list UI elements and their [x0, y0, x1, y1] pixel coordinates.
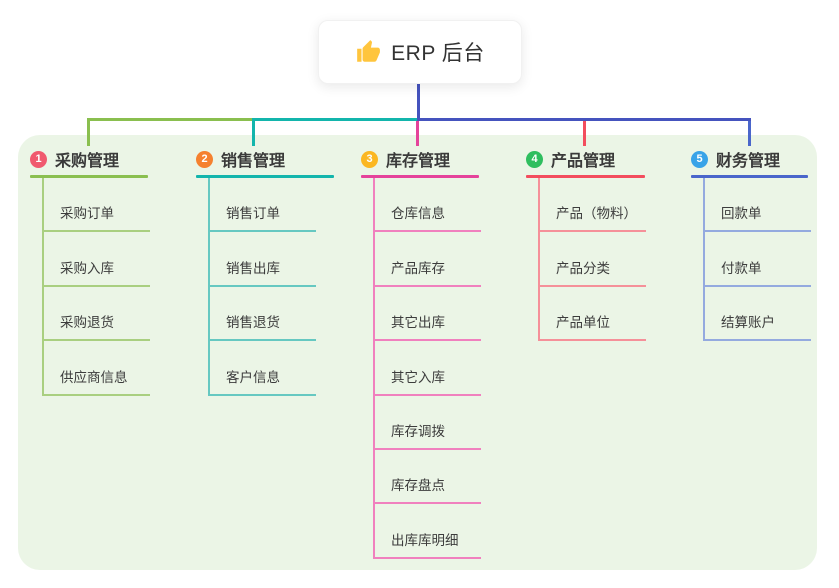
child-label: 仓库信息 — [391, 206, 445, 222]
branch-header[interactable]: 3 库存管理 — [361, 146, 479, 172]
connector-bus-branch-1 — [87, 118, 254, 121]
child-label: 结算账户 — [721, 315, 775, 331]
connector-drop-branch-1 — [87, 118, 90, 146]
branch-node-5[interactable]: 5 财务管理 回款单 付款单 结算账户 — [691, 146, 811, 342]
connector-drop-branch-5 — [748, 118, 751, 146]
branch-label: 库存管理 — [386, 153, 451, 170]
child-label: 销售订单 — [226, 206, 280, 222]
branch-node-2[interactable]: 2 销售管理 销售订单 销售出库 销售退货 客户信息 — [196, 146, 334, 396]
child-item[interactable]: 出库库明细 — [375, 504, 481, 559]
connector-bus-right — [417, 118, 751, 121]
child-label: 付款单 — [721, 260, 762, 276]
branch-header[interactable]: 5 财务管理 — [691, 146, 808, 172]
branch-children: 销售订单 销售出库 销售退货 客户信息 — [208, 178, 334, 396]
child-label: 采购入库 — [60, 260, 114, 276]
child-label: 产品（物料） — [556, 206, 637, 222]
child-label: 供应商信息 — [60, 369, 128, 385]
child-item[interactable]: 产品单位 — [540, 287, 646, 342]
child-label: 销售退货 — [226, 315, 280, 331]
child-label: 其它出库 — [391, 315, 445, 331]
child-label: 采购退货 — [60, 315, 114, 331]
branch-underline — [361, 175, 479, 178]
child-label: 产品单位 — [556, 315, 610, 331]
child-item[interactable]: 采购退货 — [44, 287, 150, 342]
root-node-label: ERP 后台 — [391, 42, 485, 65]
child-item[interactable]: 结算账户 — [705, 287, 811, 342]
branch-number-badge: 4 — [526, 150, 543, 168]
child-item[interactable]: 库存盘点 — [375, 450, 481, 505]
branch-number-badge: 3 — [361, 150, 378, 168]
child-label: 客户信息 — [226, 369, 280, 385]
branch-children: 采购订单 采购入库 采购退货 供应商信息 — [42, 178, 150, 396]
child-label: 销售出库 — [226, 260, 280, 276]
branch-children: 产品（物料） 产品分类 产品单位 — [538, 178, 646, 342]
child-label: 库存调拨 — [391, 423, 445, 439]
root-node[interactable]: ERP 后台 — [318, 20, 522, 84]
child-item[interactable]: 客户信息 — [210, 341, 316, 396]
branch-number-badge: 1 — [30, 150, 47, 168]
child-item[interactable]: 产品分类 — [540, 232, 646, 287]
branch-number-badge: 2 — [196, 150, 213, 168]
child-label: 出库库明细 — [391, 532, 459, 548]
child-label: 库存盘点 — [391, 478, 445, 494]
child-item[interactable]: 销售订单 — [210, 178, 316, 233]
branch-underline — [691, 175, 808, 178]
connector-drop-branch-4 — [583, 118, 586, 146]
branch-label: 产品管理 — [551, 153, 616, 170]
child-label: 产品库存 — [391, 260, 445, 276]
child-item[interactable]: 仓库信息 — [375, 178, 481, 233]
child-item[interactable]: 销售出库 — [210, 232, 316, 287]
branch-label: 财务管理 — [716, 153, 781, 170]
child-item[interactable]: 其它出库 — [375, 287, 481, 342]
child-label: 回款单 — [721, 206, 762, 222]
connector-bus-branch-2 — [252, 118, 419, 121]
branch-label: 采购管理 — [55, 153, 120, 170]
branch-node-3[interactable]: 3 库存管理 仓库信息 产品库存 其它出库 其它入库 库存调拨 库存盘点 出库库… — [361, 146, 481, 559]
branch-underline — [196, 175, 334, 178]
branch-node-4[interactable]: 4 产品管理 产品（物料） 产品分类 产品单位 — [526, 146, 646, 342]
mindmap-background-panel — [18, 135, 817, 570]
branch-underline — [30, 175, 148, 178]
branch-node-1[interactable]: 1 采购管理 采购订单 采购入库 采购退货 供应商信息 — [30, 146, 150, 396]
child-item[interactable]: 采购订单 — [44, 178, 150, 233]
child-item[interactable]: 供应商信息 — [44, 341, 150, 396]
child-item[interactable]: 其它入库 — [375, 341, 481, 396]
child-item[interactable]: 产品（物料） — [540, 178, 646, 233]
child-label: 其它入库 — [391, 369, 445, 385]
child-label: 产品分类 — [556, 260, 610, 276]
connector-drop-branch-3 — [416, 118, 419, 146]
branch-children: 回款单 付款单 结算账户 — [703, 178, 811, 342]
branch-label: 销售管理 — [221, 153, 286, 170]
connector-drop-branch-2 — [252, 118, 255, 146]
child-item[interactable]: 付款单 — [705, 232, 811, 287]
branch-header[interactable]: 2 销售管理 — [196, 146, 334, 172]
branch-children: 仓库信息 产品库存 其它出库 其它入库 库存调拨 库存盘点 出库库明细 — [373, 178, 481, 559]
child-item[interactable]: 产品库存 — [375, 232, 481, 287]
branch-number-badge: 5 — [691, 150, 708, 168]
thumbs-up-icon — [355, 39, 381, 65]
branch-header[interactable]: 1 采购管理 — [30, 146, 148, 172]
child-label: 采购订单 — [60, 206, 114, 222]
child-item[interactable]: 采购入库 — [44, 232, 150, 287]
branch-underline — [526, 175, 645, 178]
branch-header[interactable]: 4 产品管理 — [526, 146, 645, 172]
child-item[interactable]: 库存调拨 — [375, 396, 481, 450]
child-item[interactable]: 销售退货 — [210, 287, 316, 342]
connector-root-stem — [417, 84, 420, 121]
child-item[interactable]: 回款单 — [705, 178, 811, 233]
